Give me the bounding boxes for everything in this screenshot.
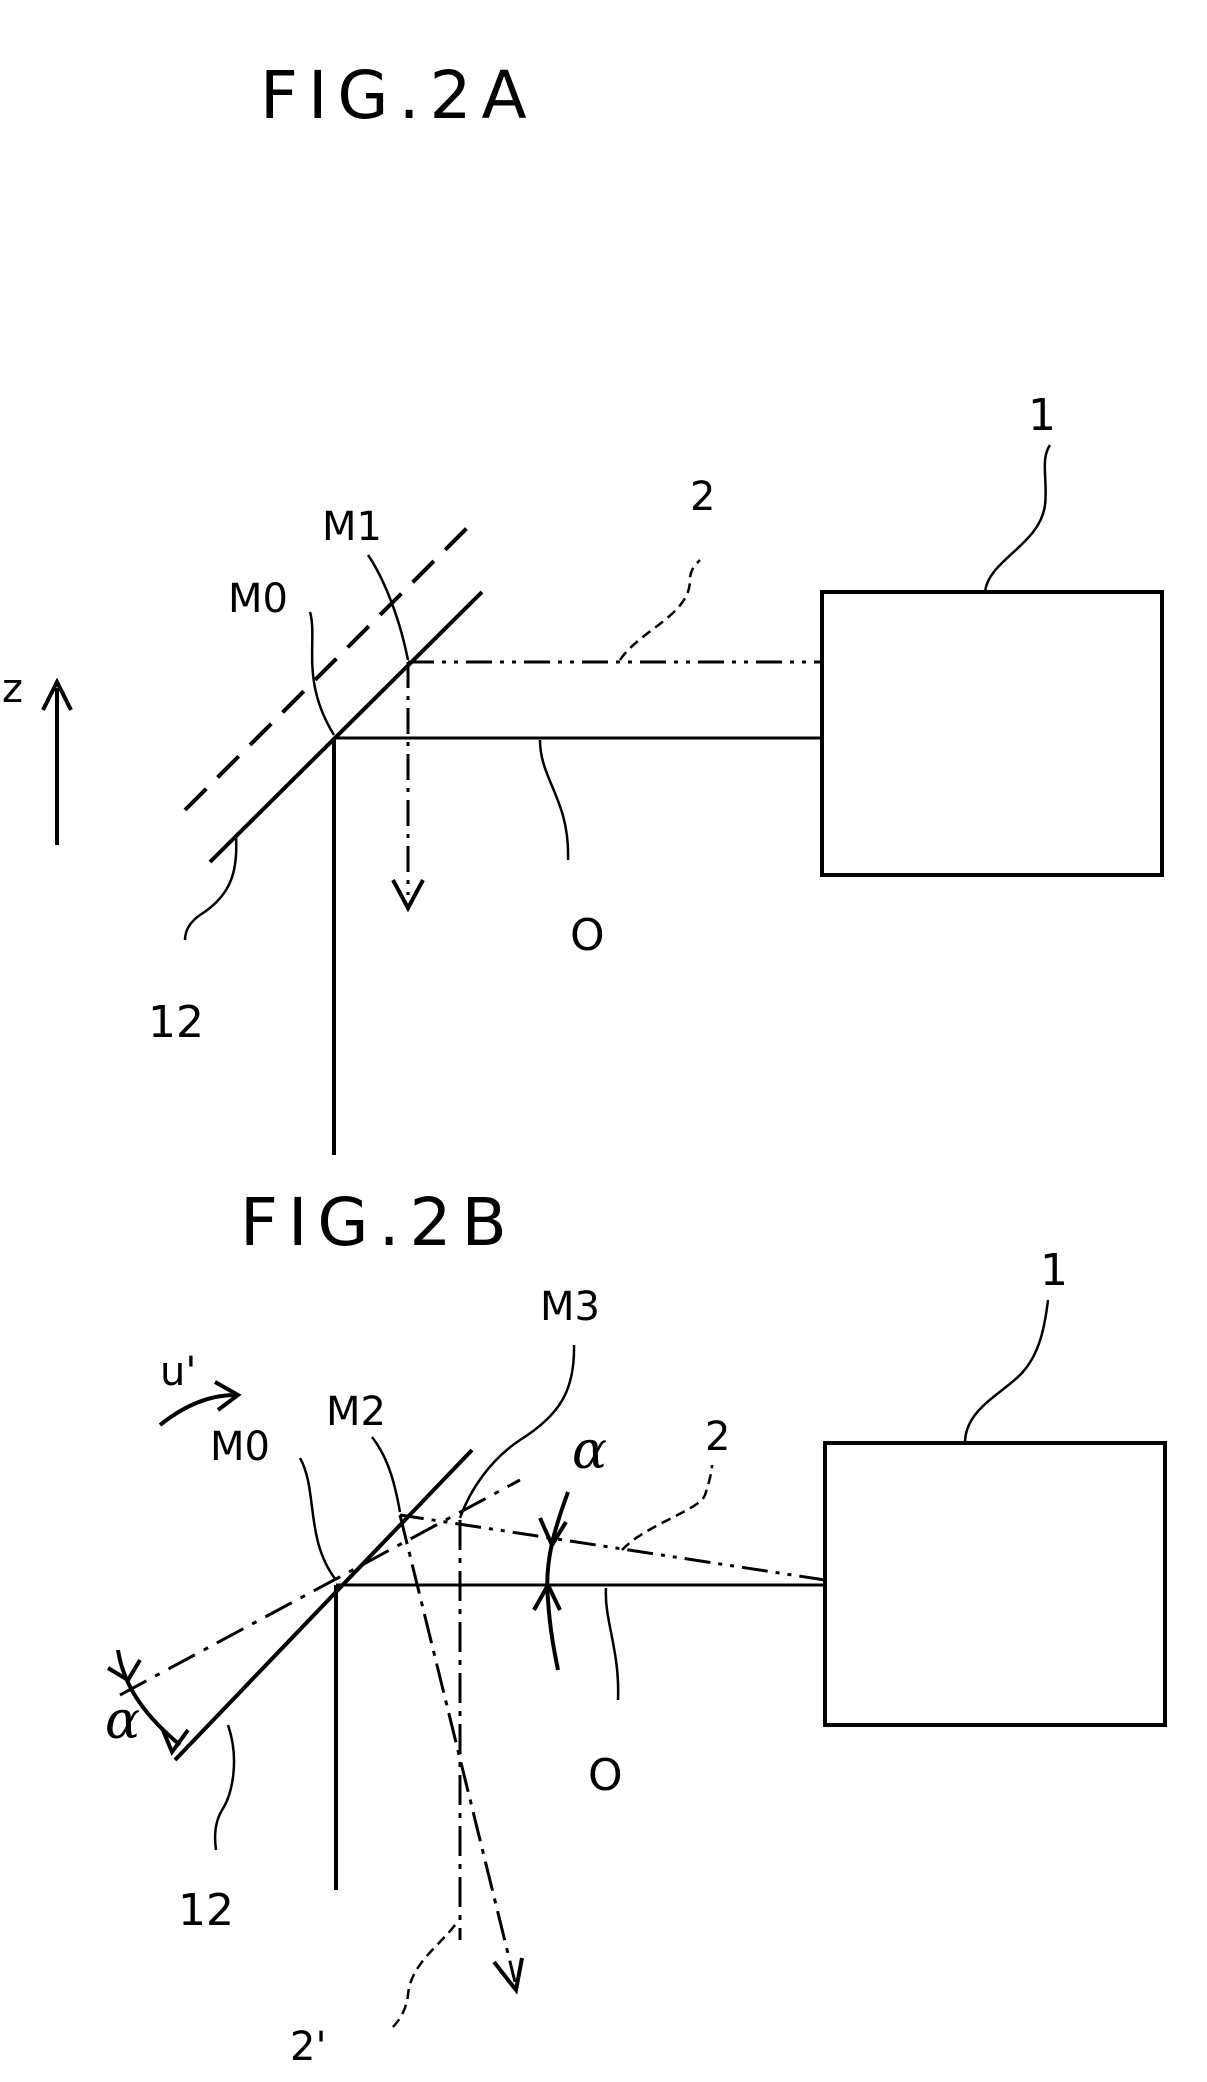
leader-1 (985, 445, 1050, 592)
label-m0-b: M0 (210, 1424, 270, 1470)
label-1-a: 1 (1028, 390, 1056, 441)
label-12-b: 12 (178, 1885, 234, 1936)
device-box-1 (822, 592, 1162, 875)
beam-reflected-arrowhead (494, 1958, 522, 1990)
device-box-1-b (825, 1443, 1165, 1725)
leader-o-a (540, 740, 568, 860)
fig-2a-title: FIG.2A (260, 57, 537, 134)
label-m0-a: M0 (228, 576, 288, 622)
mirror-12 (210, 592, 482, 862)
figure-2a: FIG.2A z 1 M0 M1 2 O 12 (2, 57, 1162, 1155)
leader-2-prime (392, 1925, 455, 2028)
label-m3: M3 (540, 1284, 600, 1330)
leader-m0-b (300, 1458, 336, 1580)
z-axis-label: z (2, 666, 23, 712)
leader-m2 (372, 1437, 400, 1512)
figure-2b: FIG.2B u' 1 α α M0 (105, 1184, 1165, 2070)
label-2-b: 2 (705, 1414, 730, 1460)
leader-12-b (215, 1725, 234, 1850)
leader-m3 (460, 1345, 574, 1518)
label-alpha-top: α (572, 1421, 607, 1481)
label-u: u' (160, 1349, 196, 1395)
rotation-arrow-u (160, 1395, 235, 1425)
label-2-prime: 2' (290, 2024, 326, 2070)
beam-2-b (400, 1515, 825, 1580)
label-2-a: 2 (690, 474, 715, 520)
label-m1: M1 (322, 504, 382, 550)
label-m2: M2 (326, 1389, 386, 1435)
label-alpha-left: α (105, 1691, 140, 1751)
angle-arc-right (547, 1492, 568, 1670)
leader-12-a (185, 835, 236, 940)
fig-2b-title: FIG.2B (240, 1184, 517, 1261)
leader-2-b (622, 1465, 712, 1550)
label-o-a: O (570, 910, 605, 961)
label-12-a: 12 (148, 997, 204, 1048)
leader-1-b (965, 1300, 1048, 1443)
leader-o-b (606, 1588, 618, 1700)
mirror-12-b (175, 1450, 472, 1760)
label-o-b: O (588, 1750, 623, 1801)
mirror-displaced (185, 525, 470, 810)
leader-2-a (620, 560, 700, 660)
label-1-b: 1 (1040, 1245, 1068, 1296)
